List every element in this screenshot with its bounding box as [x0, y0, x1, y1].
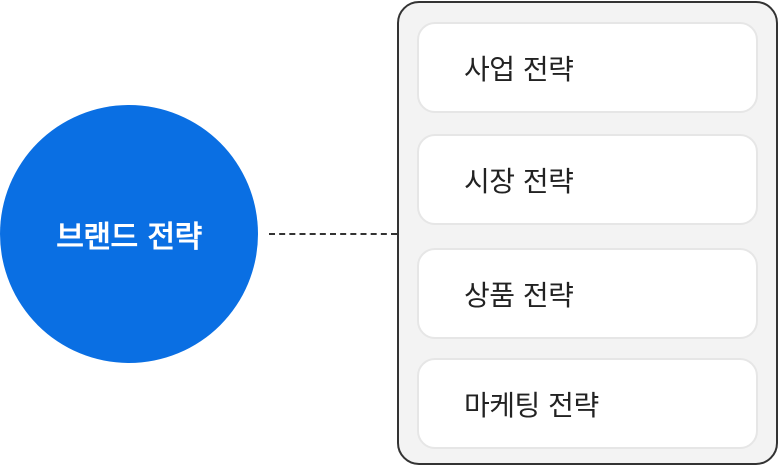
strategy-item-product: 상품 전략 — [417, 248, 758, 339]
strategy-item-label: 마케팅 전략 — [464, 388, 599, 422]
strategy-item-market: 시장 전략 — [417, 134, 758, 225]
strategy-item-label: 상품 전략 — [464, 278, 574, 312]
strategy-item-marketing: 마케팅 전략 — [417, 358, 758, 449]
strategy-list-panel: 사업 전략 시장 전략 상품 전략 마케팅 전략 — [397, 1, 778, 465]
dashed-connector-line — [269, 233, 397, 235]
strategy-item-label: 시장 전략 — [464, 164, 574, 198]
strategy-item-business: 사업 전략 — [417, 22, 758, 113]
strategy-item-label: 사업 전략 — [464, 52, 574, 86]
brand-strategy-label: 브랜드 전략 — [56, 220, 202, 255]
brand-strategy-node: 브랜드 전략 — [0, 105, 258, 363]
